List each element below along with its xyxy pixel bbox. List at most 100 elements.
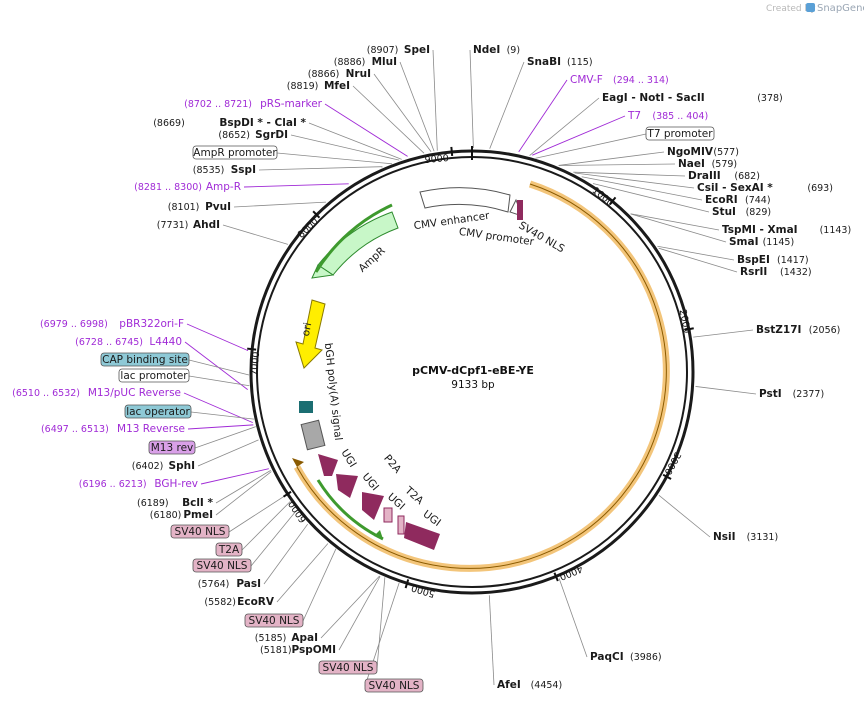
primer-1-pos: (8281 .. 8300) (134, 182, 202, 193)
primer-4-name: M13/pUC Reverse (88, 387, 181, 399)
box-label-bg (100, 352, 190, 367)
site-15-name: PspOMI (291, 644, 336, 656)
site-leader (581, 176, 703, 201)
ori-label: ori (300, 321, 315, 337)
site-29-name: BstZ17I (756, 324, 801, 336)
tick-label: 7000 (249, 351, 262, 376)
cmv-enhancer-arrow[interactable] (419, 187, 511, 213)
site-14-name: ApaI (291, 632, 318, 644)
ugi-arrow-2[interactable] (336, 474, 358, 498)
site-leader (320, 575, 380, 639)
site-27-name: BspEI (737, 254, 770, 266)
box-label-10: SV40 NLS (323, 662, 374, 674)
ampr-outer-line (314, 203, 393, 273)
box-label-leader (194, 426, 256, 449)
box-label-bg (148, 440, 196, 455)
site-leader (352, 85, 425, 154)
site-leader (558, 151, 665, 166)
credit-prefix: Created by (766, 4, 816, 14)
box-label-bg (244, 613, 304, 628)
site-25-pos: (1143) (820, 225, 852, 236)
ori-arrow[interactable] (295, 299, 326, 369)
site-32-name: PaqCI (590, 651, 624, 663)
site-leader (693, 329, 754, 338)
site-14-pos: (5185) (255, 633, 287, 644)
box-label-bg (192, 558, 252, 573)
box-label-5: T7 promoter (646, 128, 713, 140)
site-13-pos: (5582) (204, 597, 236, 608)
bgh-label: bGH poly(A) signal (322, 342, 344, 441)
site-10-pos: (6189) (137, 498, 169, 509)
site-22-name: CsiI - SexAI * (697, 182, 773, 194)
site-30-name: PstI (759, 388, 782, 400)
site-leader (630, 213, 720, 231)
lac-operator-box (299, 401, 313, 413)
site-leader (263, 523, 308, 585)
box-label-3: lac operator (126, 406, 190, 418)
site-27-pos: (1417) (777, 255, 809, 266)
site-0-name: SpeI (404, 44, 430, 56)
tick-label: 6000 (287, 498, 310, 524)
ugi-arrow-4[interactable] (404, 522, 440, 550)
site-20-pos: (579) (712, 159, 738, 170)
primer-0-pos: (8702 .. 8721) (184, 99, 252, 110)
site-12-name: PasI (236, 578, 261, 590)
tick-label: 8000 (296, 216, 321, 241)
box-label-leader (250, 509, 298, 567)
ugi-arrow-1[interactable] (318, 454, 338, 476)
sv40-nls-top[interactable] (517, 200, 523, 220)
primer-4-pos: (6510 .. 6532) (12, 388, 80, 399)
box-label-bg (192, 145, 278, 160)
site-7-name: PvuI (205, 201, 231, 213)
site-32-pos: (3986) (630, 652, 662, 663)
site-9-name: SphI (169, 460, 195, 472)
site-33-pos: (4454) (531, 680, 563, 691)
site-33-name: AfeI (497, 679, 521, 691)
ugi-arrow-3[interactable] (362, 492, 384, 520)
inner-green-arrowhead (374, 530, 383, 539)
box-label-leader (276, 152, 393, 165)
site-16-pos: (9) (507, 45, 520, 56)
site-24-name: StuI (712, 206, 736, 218)
box-label-bg (645, 126, 715, 141)
box-label-leader (228, 494, 287, 533)
site-leader (276, 543, 329, 603)
site-leader (222, 224, 289, 245)
site-leader (258, 166, 383, 171)
site-18-pos: (378) (757, 93, 783, 104)
box-label-bg (318, 660, 378, 675)
leader-lines (183, 49, 757, 687)
site-7-pos: (8101) (168, 202, 200, 213)
site-25-name: TspMI - XmaI (722, 224, 798, 236)
site-leader (592, 183, 710, 213)
site-5-pos: (8652) (218, 130, 250, 141)
primer-8-name: T7 (627, 110, 641, 122)
box-label-9: SV40 NLS (249, 615, 300, 627)
primer-5-name: M13 Reverse (117, 423, 185, 435)
primer-7-pos: (294 .. 314) (613, 75, 669, 86)
site-17-name: SnaBI (527, 56, 561, 68)
site-leader (399, 61, 435, 152)
box-label-8: SV40 NLS (197, 560, 248, 572)
tick-label: 1000 (590, 185, 616, 209)
site-26-pos: (1145) (763, 237, 795, 248)
box-label-leader (376, 577, 386, 669)
box-label-leader (188, 359, 250, 376)
site-18-name: EagI - NotI - SacII (602, 92, 705, 104)
site-leader (574, 172, 695, 189)
site-29-pos: (2056) (809, 325, 841, 336)
box-label-1: CAP binding site (102, 354, 188, 366)
bgh-polya-box[interactable] (300, 419, 326, 451)
site-2-name: NruI (346, 68, 371, 80)
site-2-pos: (8866) (308, 69, 340, 80)
box-label-bg (124, 404, 192, 419)
site-30-pos: (2377) (793, 389, 825, 400)
ugi-label-4: UGI (421, 508, 443, 529)
site-1-pos: (8886) (334, 57, 366, 68)
tick-mark (247, 347, 257, 351)
site-11-name: PmeI (183, 509, 213, 521)
site-22-pos: (693) (807, 183, 833, 194)
box-label-4: M13 rev (151, 442, 194, 454)
site-leader (233, 201, 327, 208)
box-label-2: lac promoter (120, 370, 188, 382)
